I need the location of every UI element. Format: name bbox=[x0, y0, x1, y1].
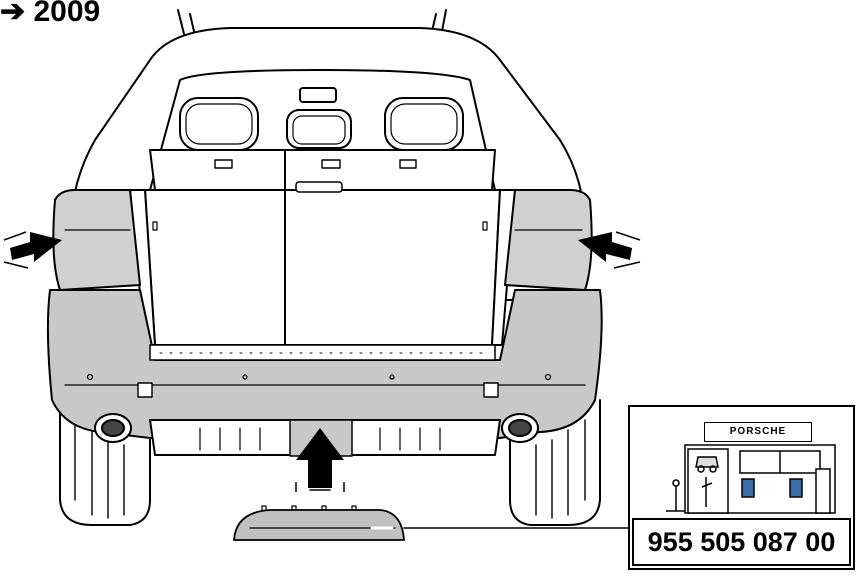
rear-bumper bbox=[46, 289, 603, 439]
dealer-building-icon bbox=[666, 444, 836, 514]
arrow-right-icon bbox=[578, 231, 641, 269]
exhaust-pipes bbox=[94, 413, 539, 443]
rear-seats bbox=[149, 149, 496, 191]
headrests bbox=[179, 87, 464, 151]
dealer-sign: PORSCHE bbox=[704, 422, 812, 442]
arrow-left-icon bbox=[3, 231, 62, 269]
arrow-up-icon bbox=[295, 428, 345, 492]
cargo-area bbox=[129, 181, 516, 346]
part-number: 955 505 087 00 bbox=[632, 518, 851, 566]
tow-hook-cover bbox=[233, 505, 405, 541]
rear-tyres bbox=[59, 399, 601, 526]
model-year-title: ➔ 2009 bbox=[0, 0, 101, 28]
tail-lamps bbox=[52, 189, 593, 291]
